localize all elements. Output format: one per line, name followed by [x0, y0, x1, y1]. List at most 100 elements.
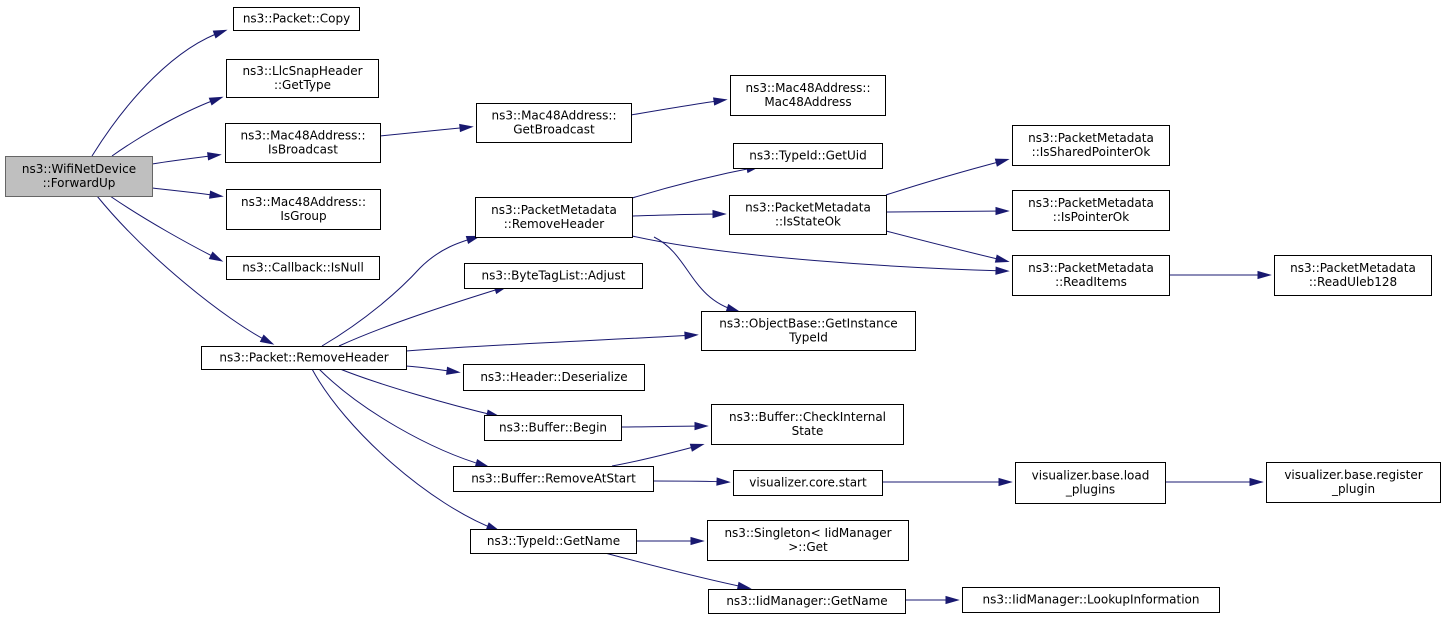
- edge-line: [405, 334, 696, 352]
- node-box: [225, 123, 381, 163]
- node-visualizer_base_register_plugin[interactable]: visualizer.base.register_plugin: [1266, 462, 1441, 503]
- call-edge-pm_removeheader-to-objectbase_getinstancetypeid: [653, 236, 741, 313]
- node-callback_isnull[interactable]: ns3::Callback::IsNull: [226, 256, 380, 280]
- node-pm_issharedpointerok[interactable]: ns3::PacketMetadata::IsSharedPointerOk: [1012, 125, 1170, 166]
- node-pm_readuleb128[interactable]: ns3::PacketMetadata::ReadUleb128: [1274, 255, 1432, 296]
- node-iidmanager_lookupinformation[interactable]: ns3::IidManager::LookupInformation: [962, 587, 1220, 613]
- node-box: [730, 75, 886, 116]
- node-pm_ispointerok[interactable]: ns3::PacketMetadata::IsPointerOk: [1012, 190, 1170, 231]
- call-edge-pm_isstateok-to-pm_ispointerok: [885, 206, 1010, 216]
- call-edge-pm_isstateok-to-pm_issharedpointerok: [885, 158, 1010, 196]
- arrowhead-icon: [474, 459, 490, 468]
- node-singleton_get[interactable]: ns3::Singleton< IidManager>::Get: [707, 520, 909, 561]
- node-box: [226, 189, 381, 230]
- arrowhead-icon: [207, 152, 222, 161]
- node-box: [733, 143, 883, 169]
- call-edge-pm_isstateok-to-pm_readitems: [885, 230, 1010, 263]
- arrowhead-icon: [694, 421, 709, 431]
- node-box: [5, 156, 153, 197]
- node-box: [729, 195, 887, 235]
- node-bytetaglist_adjust[interactable]: ns3::ByteTagList::Adjust: [464, 263, 643, 289]
- edge-line: [338, 286, 506, 347]
- arrowhead-icon: [945, 595, 960, 605]
- edge-line: [604, 552, 749, 589]
- node-label-line: ns3::Header::Deserialize: [480, 370, 627, 384]
- edge-line: [109, 195, 221, 261]
- node-pm_removeheader[interactable]: ns3::PacketMetadata::RemoveHeader: [475, 197, 633, 238]
- node-mac48_getbroadcast[interactable]: ns3::Mac48Address::GetBroadcast: [476, 103, 632, 143]
- arrowhead-icon: [689, 443, 705, 452]
- edge-line: [885, 210, 1007, 213]
- arrowhead-icon: [725, 303, 741, 313]
- call-edge-mac48_isbroadcast-to-mac48_getbroadcast: [379, 123, 474, 137]
- arrowhead-icon: [1249, 477, 1264, 487]
- call-edge-wifi_forwardup-to-mac48_isbroadcast: [151, 152, 222, 165]
- node-pm_readitems[interactable]: ns3::PacketMetadata::ReadItems: [1012, 255, 1170, 296]
- node-llcsnap_gettype[interactable]: ns3::LlcSnapHeader::GetType: [226, 59, 379, 98]
- edge-line: [620, 425, 706, 428]
- call-edge-typeid_getname-to-singleton_get: [635, 536, 705, 546]
- node-box: [1274, 255, 1432, 296]
- call-edge-packet_removeheader-to-header_deserialize: [405, 365, 461, 375]
- node-label-line: GetBroadcast: [513, 123, 595, 137]
- edge-line: [321, 236, 478, 347]
- arrowhead-icon: [713, 97, 728, 106]
- node-box: [463, 364, 645, 391]
- arrowhead-icon: [208, 251, 224, 262]
- arrowhead-icon: [446, 366, 461, 375]
- node-buffer_begin[interactable]: ns3::Buffer::Begin: [484, 415, 622, 441]
- call-edge-visualizer_core_start-to-visualizer_base_load_plugins: [882, 477, 1013, 487]
- edge-line: [885, 230, 1007, 262]
- node-mac48_isgroup[interactable]: ns3::Mac48Address::IsGroup: [226, 189, 381, 230]
- arrowhead-icon: [994, 254, 1010, 263]
- node-header_deserialize[interactable]: ns3::Header::Deserialize: [463, 364, 645, 391]
- node-label-line: ns3::Packet::Copy: [243, 12, 350, 26]
- node-pm_isstateok[interactable]: ns3::PacketMetadata::IsStateOk: [729, 195, 887, 235]
- call-edge-packet_removeheader-to-typeid_getname: [311, 368, 501, 532]
- node-label-line: ns3::ByteTagList::Adjust: [482, 269, 626, 283]
- edge-line: [653, 236, 738, 312]
- node-iidmanager_getname[interactable]: ns3::IidManager::GetName: [708, 589, 906, 614]
- node-label-line: >::Get: [788, 540, 828, 554]
- node-visualizer_core_start[interactable]: visualizer.core.start: [733, 470, 883, 496]
- node-label-line: ns3::PacketMetadata: [1028, 196, 1154, 210]
- node-packet_removeheader[interactable]: ns3::Packet::RemoveHeader: [201, 346, 407, 370]
- node-label-line: ns3::Mac48Address::: [491, 109, 616, 123]
- node-box: [464, 263, 643, 289]
- node-label-line: ns3::PacketMetadata: [491, 203, 617, 217]
- node-label-line: ns3::PacketMetadata: [745, 201, 871, 215]
- arrowhead-icon: [212, 29, 228, 39]
- call-edge-packet_removeheader-to-buffer_removeatstart: [318, 368, 490, 468]
- call-edge-buffer_removeatstart-to-visualizer_core_start: [652, 477, 731, 486]
- call-edge-packet_removeheader-to-pm_removeheader: [321, 235, 481, 347]
- node-label-line: ns3::Buffer::Begin: [499, 421, 607, 435]
- node-typeid_getuid[interactable]: ns3::TypeId::GetUid: [733, 143, 883, 169]
- node-label-line: ns3::Singleton< IidManager: [724, 526, 891, 540]
- node-buffer_removeatstart[interactable]: ns3::Buffer::RemoveAtStart: [453, 466, 654, 492]
- node-mac48_isbroadcast[interactable]: ns3::Mac48Address::IsBroadcast: [225, 123, 381, 163]
- node-label-line: ::RemoveHeader: [504, 217, 605, 231]
- call-edge-typeid_getname-to-iidmanager_getname: [604, 552, 752, 590]
- call-edge-buffer_removeatstart-to-buffer_checkinternalstate: [611, 443, 705, 467]
- node-typeid_getname[interactable]: ns3::TypeId::GetName: [470, 529, 637, 554]
- node-wifi_forwardup[interactable]: ns3::WifiNetDevice::ForwardUp: [5, 156, 153, 197]
- edge-line: [631, 213, 724, 217]
- edge-line: [652, 480, 728, 483]
- node-box: [1015, 462, 1166, 504]
- node-mac48_ctor[interactable]: ns3::Mac48Address::Mac48Address: [730, 75, 886, 116]
- node-visualizer_base_load_plugins[interactable]: visualizer.base.load_plugins: [1015, 462, 1166, 504]
- node-box: [470, 529, 637, 554]
- node-box: [475, 197, 633, 238]
- node-box: [476, 103, 632, 143]
- edge-line: [631, 166, 758, 199]
- node-label-line: ns3::ObjectBase::GetInstance: [719, 317, 897, 331]
- node-label-line: visualizer.base.load: [1032, 469, 1150, 483]
- node-packet_copy[interactable]: ns3::Packet::Copy: [233, 7, 360, 31]
- edge-line: [111, 97, 221, 157]
- node-label-line: ::IsPointerOk: [1053, 210, 1129, 224]
- edge-line: [630, 99, 725, 116]
- node-box: [711, 404, 904, 445]
- node-label-line: ns3::IidManager::GetName: [726, 594, 887, 608]
